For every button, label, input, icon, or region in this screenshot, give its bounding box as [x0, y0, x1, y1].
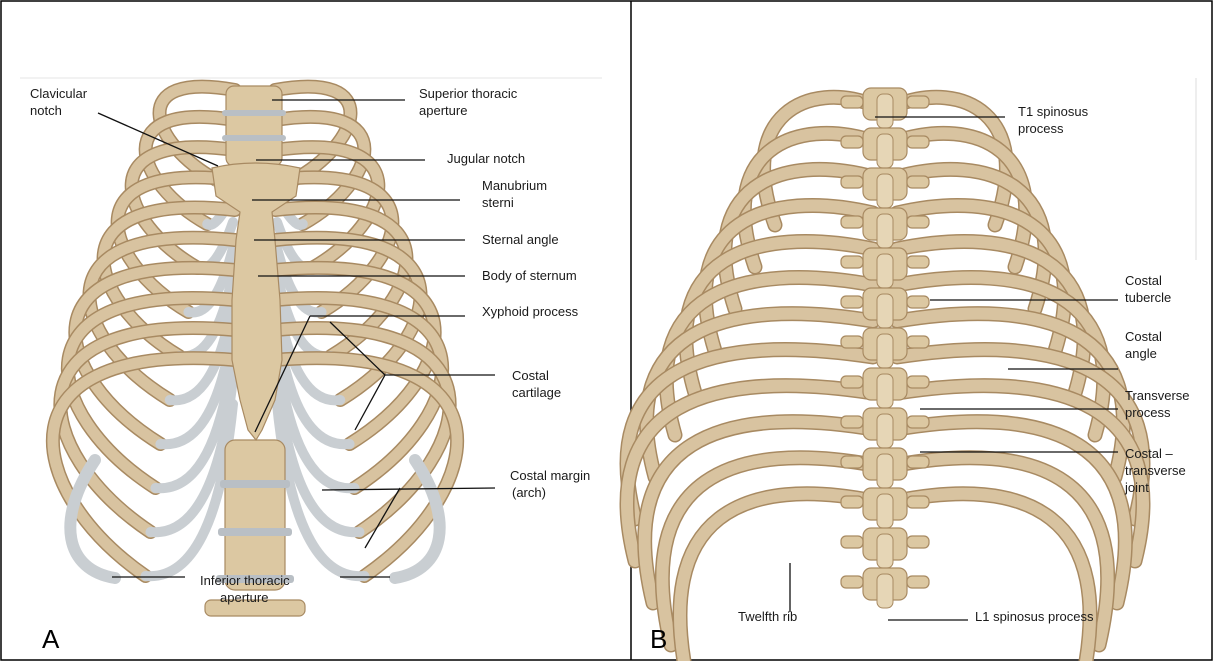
- transverse-process-left: [841, 176, 863, 188]
- transverse-process-left: [841, 576, 863, 588]
- spinous-process: [877, 254, 893, 288]
- spinous-process: [877, 534, 893, 568]
- spinous-process: [877, 214, 893, 248]
- spinous-process: [877, 334, 893, 368]
- spinous-process: [877, 134, 893, 168]
- transverse-process-right: [907, 296, 929, 308]
- transverse-process-right: [907, 136, 929, 148]
- transverse-process-right: [907, 416, 929, 428]
- spinous-process: [877, 454, 893, 488]
- transverse-process-left: [841, 456, 863, 468]
- label-l1-spinosus-process: L1 spinosus process: [975, 609, 1094, 624]
- label-body-of-sternum: Body of sternum: [482, 268, 577, 283]
- spinous-process: [877, 94, 893, 128]
- transverse-process-left: [841, 216, 863, 228]
- transverse-process-left: [841, 496, 863, 508]
- transverse-process-left: [841, 336, 863, 348]
- spinous-process: [877, 574, 893, 608]
- transverse-process-left: [841, 256, 863, 268]
- transverse-process-left: [841, 536, 863, 548]
- panel-a-letter: A: [42, 624, 60, 654]
- spinous-process: [877, 414, 893, 448]
- label-jugular-notch: Jugular notch: [447, 151, 525, 166]
- label-twelfth-rib: Twelfth rib: [738, 609, 797, 624]
- spinous-process: [877, 174, 893, 208]
- spinous-process: [877, 374, 893, 408]
- panel-a: Clavicular notch Superior thoracic apert…: [20, 78, 602, 654]
- transverse-process-right: [907, 176, 929, 188]
- panel-b: T1 spinosus process Costal tubercle Cost…: [627, 78, 1196, 661]
- panel-a-upper-vertebrae: [222, 86, 286, 166]
- transverse-process-right: [907, 456, 929, 468]
- transverse-process-right: [907, 336, 929, 348]
- transverse-process-right: [907, 376, 929, 388]
- transverse-process-left: [841, 376, 863, 388]
- transverse-process-right: [907, 576, 929, 588]
- transverse-process-right: [907, 216, 929, 228]
- transverse-process-left: [841, 136, 863, 148]
- transverse-process-left: [841, 296, 863, 308]
- label-xyphoid-process: Xyphoid process: [482, 304, 579, 319]
- spinous-process: [877, 294, 893, 328]
- label-sternal-angle: Sternal angle: [482, 232, 559, 247]
- transverse-process-right: [907, 536, 929, 548]
- transverse-process-right: [907, 96, 929, 108]
- spinous-process: [877, 494, 893, 528]
- panel-b-letter: B: [650, 624, 667, 654]
- transverse-process-right: [907, 256, 929, 268]
- transverse-process-left: [841, 96, 863, 108]
- transverse-process-right: [907, 496, 929, 508]
- transverse-process-left: [841, 416, 863, 428]
